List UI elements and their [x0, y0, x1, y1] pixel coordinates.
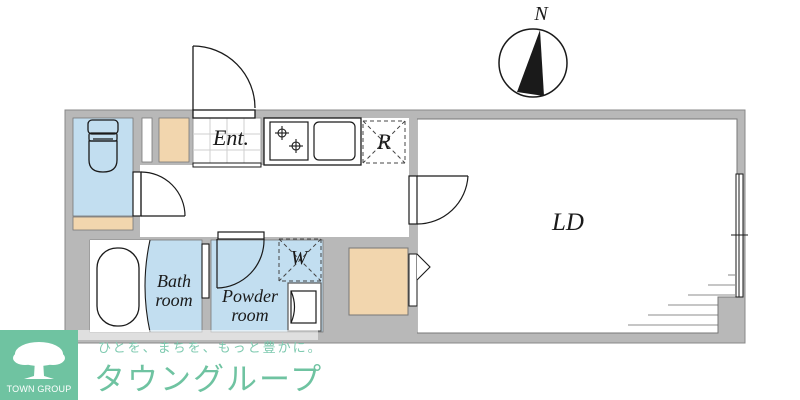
toilet-door[interactable]	[132, 171, 186, 217]
powder-label-line2: room	[231, 304, 269, 325]
entrance-door[interactable]	[192, 45, 256, 119]
living-door[interactable]	[408, 175, 469, 225]
bathroom-label-line2: room	[155, 289, 193, 310]
ld-window	[731, 173, 748, 298]
tagline: ひとを、まちを、もっと豊かに。	[98, 341, 323, 356]
bathroom-door[interactable]	[201, 243, 210, 299]
tree-icon	[13, 342, 65, 379]
brand-name: タウングループ	[94, 362, 324, 398]
logo-text: TOWN GROUP	[6, 384, 72, 394]
closet	[348, 247, 431, 316]
bathroom-label-line1: Bath	[157, 271, 191, 291]
sink-icon	[313, 121, 356, 161]
stove-icon	[275, 126, 303, 153]
powder-room-door[interactable]	[216, 231, 265, 289]
bathtub-icon	[96, 247, 140, 327]
closet-door[interactable]	[416, 253, 431, 281]
bathroom	[89, 239, 210, 333]
toilet-icon	[87, 119, 119, 173]
kitchen-counter	[263, 117, 406, 166]
room-label-refrigerator: R	[377, 129, 391, 154]
refrigerator-space	[362, 120, 406, 164]
watermark-overlay	[78, 330, 318, 340]
town-group-logo: TOWN GROUP	[0, 330, 78, 400]
floor-hatching	[628, 274, 735, 326]
washer-space	[278, 238, 322, 282]
shoe-storage	[141, 117, 190, 163]
compass-icon	[498, 28, 568, 98]
room-label-entrance: Ent.	[212, 125, 250, 150]
washbasin-icon	[287, 282, 322, 332]
room-label-washer: W	[290, 247, 308, 269]
room-label-powder-room: Powder room	[212, 287, 288, 325]
toilet-room	[72, 117, 134, 231]
room-label-living-dining: LD	[552, 209, 584, 236]
compass-label: N	[534, 3, 548, 25]
powder-label-line1: Powder	[222, 286, 278, 306]
room-label-bathroom: Bath room	[146, 272, 202, 310]
